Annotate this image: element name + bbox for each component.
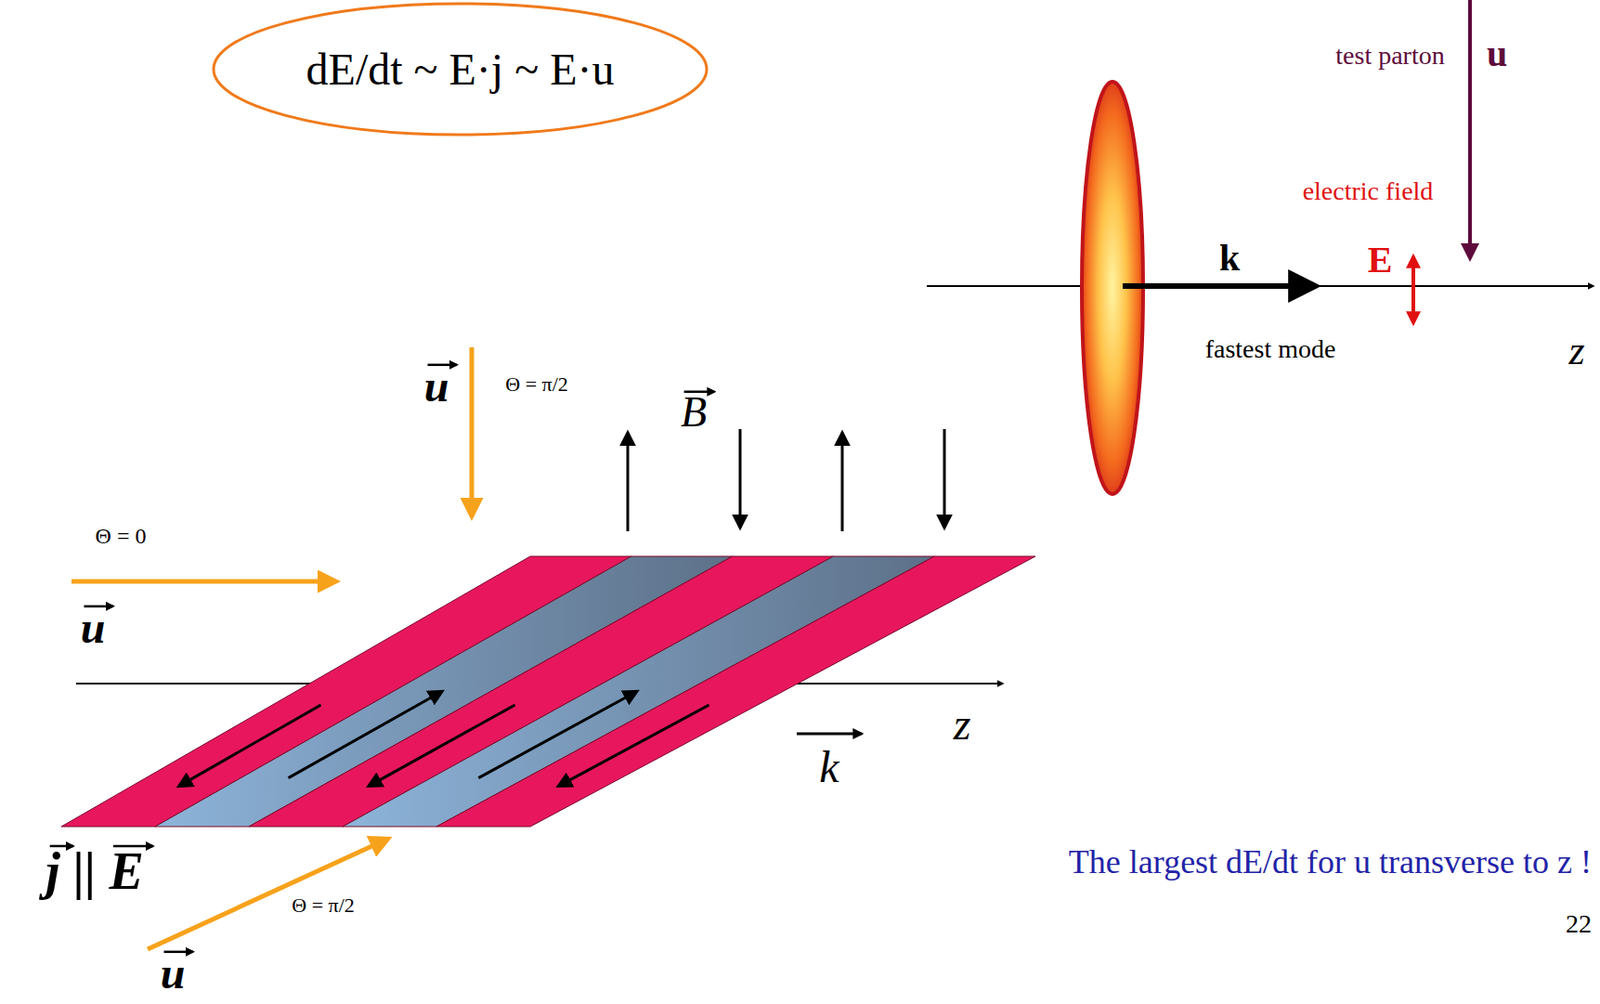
parton-velocity-arrow (147, 838, 389, 950)
formula-ellipse: dE/dt ~ E·j ~ E·u (211, 1, 709, 137)
angle-label: Θ = 0 (95, 523, 147, 550)
current-slab (61, 556, 1036, 827)
wave-vector-symbol: k (1219, 236, 1240, 280)
label-text: electric field (1302, 176, 1434, 207)
vector-marks (50, 364, 716, 952)
parton-arrow (1468, 0, 1472, 259)
formula-text: dE/dt ~ E·j ~ E·u (306, 43, 615, 95)
label-text: fastest mode (1205, 334, 1337, 365)
field-arrow (1411, 256, 1416, 324)
magnetic-field-arrow (841, 432, 845, 532)
current-stripe-red (436, 556, 1036, 827)
velocity-symbol: u (160, 947, 186, 999)
current-field-relation: j || E (45, 841, 144, 901)
parton-velocity-arrow (469, 347, 475, 517)
current-arrow (559, 704, 710, 786)
velocity-symbol: u (1486, 32, 1508, 76)
angle-label: Θ = π/2 (291, 893, 355, 917)
velocity-symbol: u (424, 360, 450, 412)
wave-vector-symbol: k (819, 741, 839, 793)
wave-vector-arrow (1122, 283, 1315, 289)
axis-label: z (953, 698, 972, 750)
velocity-symbol: u (80, 601, 106, 653)
angle-label: Θ = π/2 (505, 372, 569, 396)
label-text: test parton (1335, 40, 1444, 71)
magnetic-field-arrow (943, 429, 947, 528)
ellipse-shape (213, 3, 707, 135)
k-direction-arrow (796, 732, 862, 736)
magnetic-field-arrow (739, 429, 742, 528)
z-axis (926, 285, 1594, 287)
axis-label: z (1568, 327, 1585, 376)
page-number: 22 (1565, 909, 1592, 939)
magnetic-field-arrow (626, 432, 630, 532)
parton-velocity-arrow (71, 579, 337, 585)
conclusion-note: The largest dE/dt for u transverse to z … (1068, 843, 1592, 882)
field-symbol: B (680, 388, 707, 438)
field-symbol: E (1367, 238, 1393, 282)
current-stripe-blue (342, 556, 935, 827)
